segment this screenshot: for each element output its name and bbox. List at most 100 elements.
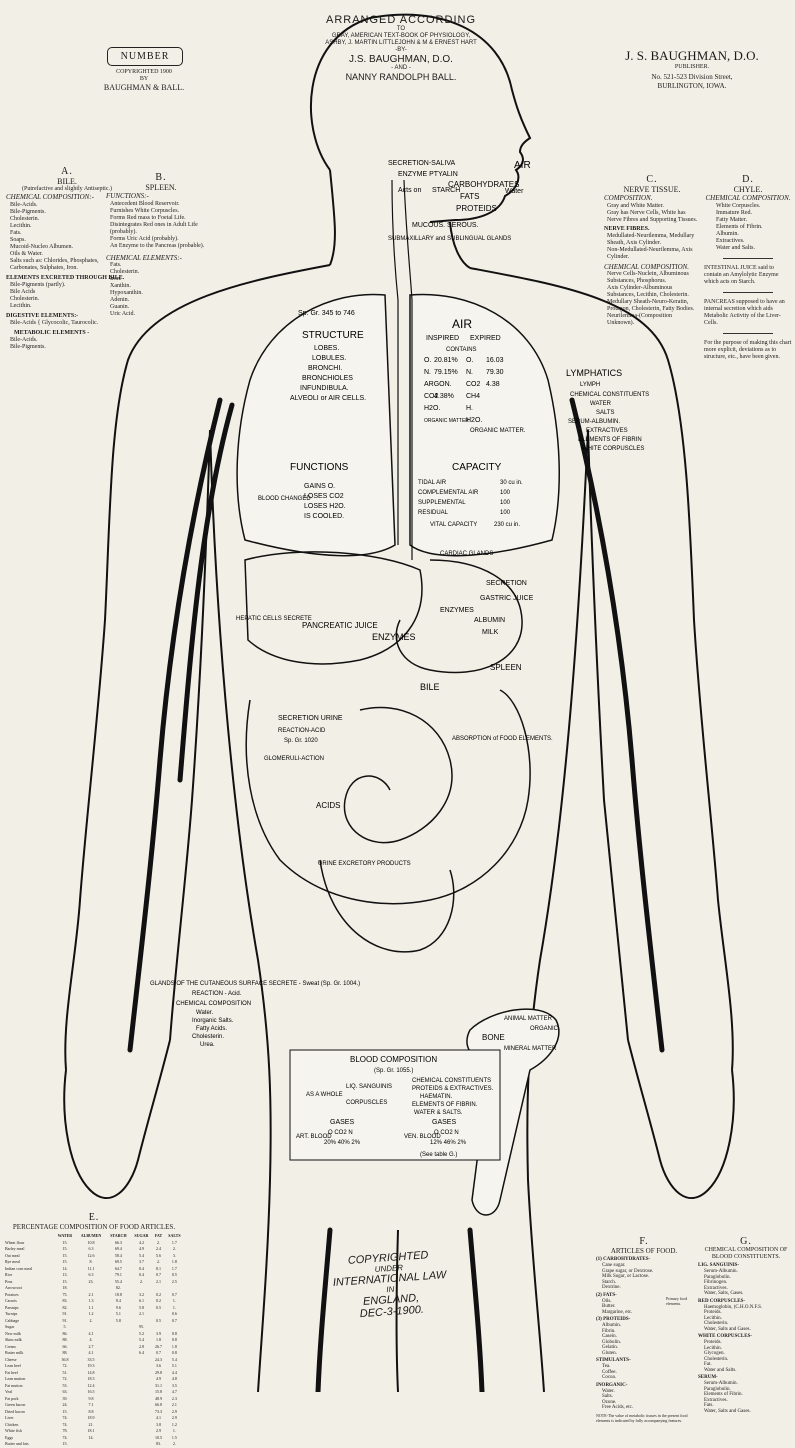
right-inner-arm — [588, 430, 628, 1040]
leg-vessel-right — [470, 1230, 482, 1392]
lung-air-cell: O. — [424, 357, 431, 364]
label-pancreatic-juice: PANCREATIC JUICE — [302, 621, 378, 630]
lung-air-cell: 4.38% — [434, 393, 454, 400]
label-gases-1-vals: O CO2 N — [328, 1130, 353, 1136]
label-acids: ACIDS — [316, 801, 340, 810]
lung-capacity-value: 230 cu in. — [494, 522, 520, 528]
label-water: Water — [505, 188, 524, 195]
label-bone: BONE — [482, 1033, 505, 1042]
lymph-item: WATER — [590, 401, 612, 407]
intestines-outline — [246, 690, 530, 904]
section-g-title: CHEMICAL COMPOSITION OF BLOOD CONSTITUEN… — [698, 1247, 794, 1261]
label-cut-reaction: REACTION - Acid. — [192, 991, 242, 997]
lung-structure-title: STRUCTURE — [302, 330, 364, 341]
lung-function-item: GAINS O. — [304, 483, 335, 490]
lung-air-cell: 20.81% — [434, 357, 458, 364]
label-cut-chem-item: Cholesterin. — [192, 1034, 224, 1040]
label-blood-sp: (Sp. Gr. 1055.) — [374, 1068, 413, 1074]
label-secretion-urine: SECRETION URINE — [278, 715, 343, 722]
food-value-cell: 15. — [54, 1441, 76, 1448]
lymph-item: SALTS — [596, 410, 615, 416]
label-hepatic-cells: HEPATIC CELLS SECRETE — [236, 616, 312, 622]
lung-function-item: LOSES CO2 — [304, 493, 344, 500]
label-chem-constituents: CHEMICAL CONSTITUENTS — [412, 1078, 491, 1084]
lung-contains: CONTAINS — [446, 347, 477, 353]
liver — [245, 552, 422, 664]
label-liq-sanguinis: LIQ. SANGUINIS — [346, 1084, 392, 1090]
lung-organic-matter: ORGANIC MATTER. — [470, 428, 526, 434]
lung-air-cell: 79.15% — [434, 369, 458, 376]
section-f-bracket-note: Primary food elements. — [666, 1296, 692, 1306]
label-absorption: ABSORPTION of FOOD ELEMENTS. — [452, 736, 553, 742]
label-corpuscles: CORPUSCLES — [346, 1100, 387, 1106]
label-as-whole: AS A WHOLE — [306, 1092, 343, 1098]
label-acts-on: Acts on — [398, 187, 421, 194]
label-blood-composition: BLOOD COMPOSITION — [350, 1055, 437, 1064]
lung-air-cell: 79.30 — [486, 369, 504, 376]
lung-structure-item: LOBES. — [314, 345, 339, 352]
label-cut-chem: CHEMICAL COMPOSITION — [176, 1001, 251, 1007]
lymph-item: CHEMICAL CONSTITUENTS — [570, 392, 649, 398]
lymph-item: ELEMENTS OF FIBRIN — [578, 437, 642, 443]
label-glomeruli: GLOMERULI-ACTION — [264, 756, 324, 762]
label-gases-2-pct: 12% 46% 2% — [430, 1140, 467, 1146]
lymph-item: EXTRACTIVES — [586, 428, 628, 434]
section-f-articles-of-food: F. ARTICLES OF FOOD. (1) CARBOHYDRATES-C… — [596, 1236, 692, 1423]
list-item: Water, Salts and Gases. — [698, 1327, 794, 1333]
label-albumin: ALBUMIN — [474, 617, 505, 624]
section-g-letter: G. — [698, 1236, 794, 1247]
right-lung — [410, 294, 559, 555]
label-gases-2: GASES — [432, 1119, 456, 1126]
label-mucous: MUCOUS. SEROUS. — [412, 222, 479, 229]
lung-air-cell: ARGON. — [424, 381, 452, 388]
label-gastric-juice: GASTRIC JUICE — [480, 595, 534, 602]
section-e-food-table: E. PERCENTAGE COMPOSITION OF FOOD ARTICL… — [4, 1212, 184, 1448]
label-glands: SUBMAXILLARY and SUBLINGUAL GLANDS — [388, 236, 511, 242]
section-g-groups: LIG. SANGUINIS-Serum-Albumin.Paraglobuli… — [698, 1263, 794, 1414]
lung-functions-title: FUNCTIONS — [290, 462, 349, 473]
food-value-cell — [106, 1441, 131, 1448]
list-item: Gluten. — [596, 1351, 692, 1357]
section-e-title: PERCENTAGE COMPOSITION OF FOOD ARTICLES. — [4, 1223, 184, 1231]
lung-function-item: LOSES H2O. — [304, 503, 346, 510]
lymph-item: WHITE CORPUSCLES — [582, 446, 644, 452]
section-f-letter: F. — [596, 1236, 692, 1247]
lung-structure-item: LOBULES. — [312, 355, 346, 362]
section-f-note: NOTE-The value of metabolic tissues in t… — [596, 1413, 692, 1423]
label-milk: MILK — [482, 629, 499, 636]
label-animal-matter: ANIMAL MATTER — [504, 1016, 553, 1022]
section-e-letter: E. — [4, 1212, 184, 1223]
lung-structure-item: INFUNDIBULA. — [300, 385, 349, 392]
lung-sp-gr: Sp. Gr. 345 to 746 — [298, 310, 355, 317]
left-arm-vessel — [130, 400, 220, 1050]
lung-capacity-label: TIDAL AIR — [418, 480, 447, 486]
list-item: Free Acids, etc. — [596, 1405, 692, 1411]
label-spleen: SPLEEN — [490, 663, 522, 672]
label-enzymes: ENZYMES — [440, 607, 474, 614]
lung-capacity-label: SUPPLEMENTAL — [418, 500, 466, 506]
lung-expired: EXPIRED — [470, 335, 501, 342]
lymph-item: SERUM-ALBUMIN. — [568, 419, 620, 425]
label-secretion: SECRETION — [486, 580, 527, 587]
food-table: WATER ALBUMEN STARCH SUGAR FAT SALTS Whe… — [4, 1233, 184, 1448]
lung-capacity-label: VITAL CAPACITY — [430, 522, 477, 528]
label-cardiac-glands: CARDIAC GLANDS — [440, 551, 493, 557]
food-value-cell — [76, 1441, 106, 1448]
label-fats: FATS — [460, 192, 479, 201]
lung-function-item: IS COOLED. — [304, 513, 344, 520]
list-item: Water and Salts. — [698, 1368, 794, 1374]
lung-air-cell: O. — [466, 357, 473, 364]
label-urine-excretory: URINE EXCRETORY PRODUCTS — [318, 861, 411, 867]
label-secretion-saliva: SECRETION-SALIVA — [388, 160, 455, 167]
leg-vessel-left — [318, 1230, 330, 1392]
bladder — [320, 860, 454, 952]
label-proteids: PROTEIDS — [456, 204, 497, 213]
label-gases-2-vals: O CO2 N — [434, 1130, 459, 1136]
lung-air-cell: ORGANIC MATTER — [424, 418, 469, 424]
copyright-stamp: COPYRIGHTED UNDER INTERNATIONAL LAW IN E… — [328, 1248, 452, 1322]
label-cut-chem-item: Inorganic Salts. — [192, 1018, 234, 1024]
list-item: Margarine, etc. — [596, 1310, 692, 1316]
lung-capacity-label: COMPLEMENTAL AIR — [418, 490, 479, 496]
lung-inspired: INSPIRED — [426, 335, 459, 342]
list-item: Water, Salts, Gases. — [698, 1291, 794, 1297]
